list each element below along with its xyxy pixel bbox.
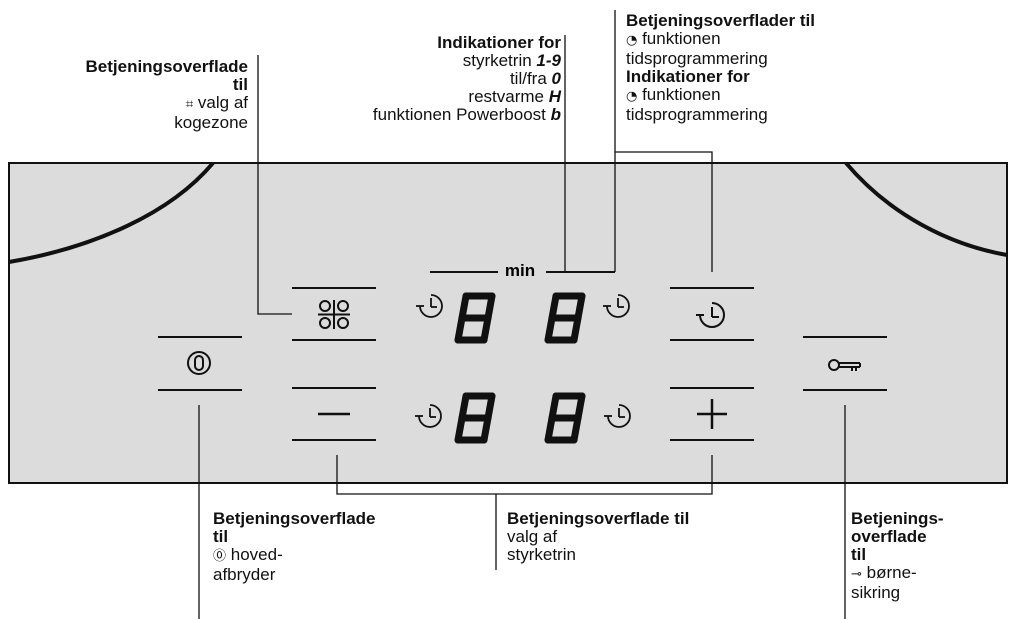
timer-indicator-icon [416,294,443,318]
min-label: min [505,261,535,280]
main-switch-line-2: afbryder [213,565,276,584]
child-lock-title-3: til [851,545,867,564]
timer-title-2: Indikationer for [626,67,750,86]
callout-power-level: Betjeningsoverflade til valg af styrketr… [507,510,787,564]
callout-timer: Betjeningsoverflader til ◔ funktionen ti… [626,12,926,124]
plus-icon [697,399,727,429]
main-switch-line-1: ⓪ hoved- [213,545,283,565]
indications-title: Indikationer for [437,33,561,52]
child-lock-button[interactable] [803,336,887,391]
child-lock-title-2: overflade [851,527,927,546]
callout-child-lock: Betjenings- overflade til ⊸ børne- sikri… [851,510,1011,602]
cooking-zone-left-arc [8,161,215,264]
indications-line-2: til/fra 0 [509,69,561,88]
timer-indicator-icon [604,404,631,428]
indications-line-4: funktionen Powerboost b [372,105,561,124]
child-lock-line-1: ⊸ børne- [851,563,917,583]
main-switch-title-2: til [213,527,229,546]
timer-line-3: ◔ funktionen [626,85,721,105]
timer-icon: ◔ [626,33,638,48]
zone-select-title-1: Betjeningsoverflade [85,57,249,76]
timer-line-1: ◔ funktionen [626,29,721,49]
timer-indicator-icon [603,294,630,318]
cooking-zone-right-arc [844,161,1008,257]
plus-button[interactable] [670,387,754,441]
child-lock-title-1: Betjenings- [851,509,944,528]
digit-displays [454,292,586,444]
main-switch-title-1: Betjeningsoverflade [213,509,376,528]
timer-line-2: tidsprogrammering [626,49,768,68]
indications-line-1: styrketrin 1-9 [462,51,561,70]
zone-select-line-2: kogezone [174,113,248,132]
seven-segment-digit [454,392,496,444]
seven-segment-digit [544,292,586,344]
key-icon: ⊸ [851,567,862,582]
child-lock-line-2: sikring [851,583,901,602]
timer-line-4: tidsprogrammering [626,105,768,124]
main-switch-button[interactable] [158,336,242,391]
timer-icon [696,302,725,328]
power-icon: ⓪ [213,549,227,564]
power-level-line-1: valg af [507,527,558,546]
minus-button[interactable] [292,387,376,441]
key-icon [828,359,861,371]
zone-select-button[interactable] [292,287,376,341]
zone-select-icon: ⌗ [185,97,194,112]
power-icon [187,351,211,375]
seven-segment-digit [454,292,496,344]
indications-line-3: restvarme H [468,87,561,106]
zone-select-icon [318,300,350,329]
control-panel [8,162,1008,484]
callout-indications: Indikationer for styrketrin 1-9 til/fra … [261,34,561,124]
leader-lines [198,10,846,619]
timer-title-1: Betjeningsoverflader til [626,11,815,30]
power-level-line-2: styrketrin [507,545,576,564]
power-level-title: Betjeningsoverflade til [507,509,690,528]
timer-button[interactable] [670,287,754,341]
zone-select-line-1: ⌗ valg af [185,93,248,113]
zone-select-title-2: til [232,75,248,94]
callout-zone-select: Betjeningsoverflade til ⌗ valg af kogezo… [28,57,249,132]
timer-indicator-icon [415,404,442,428]
timer-icon: ◔ [626,89,638,104]
seven-segment-digit [544,392,586,444]
callout-main-switch: Betjeningsoverflade til ⓪ hoved- afbryde… [213,510,453,584]
